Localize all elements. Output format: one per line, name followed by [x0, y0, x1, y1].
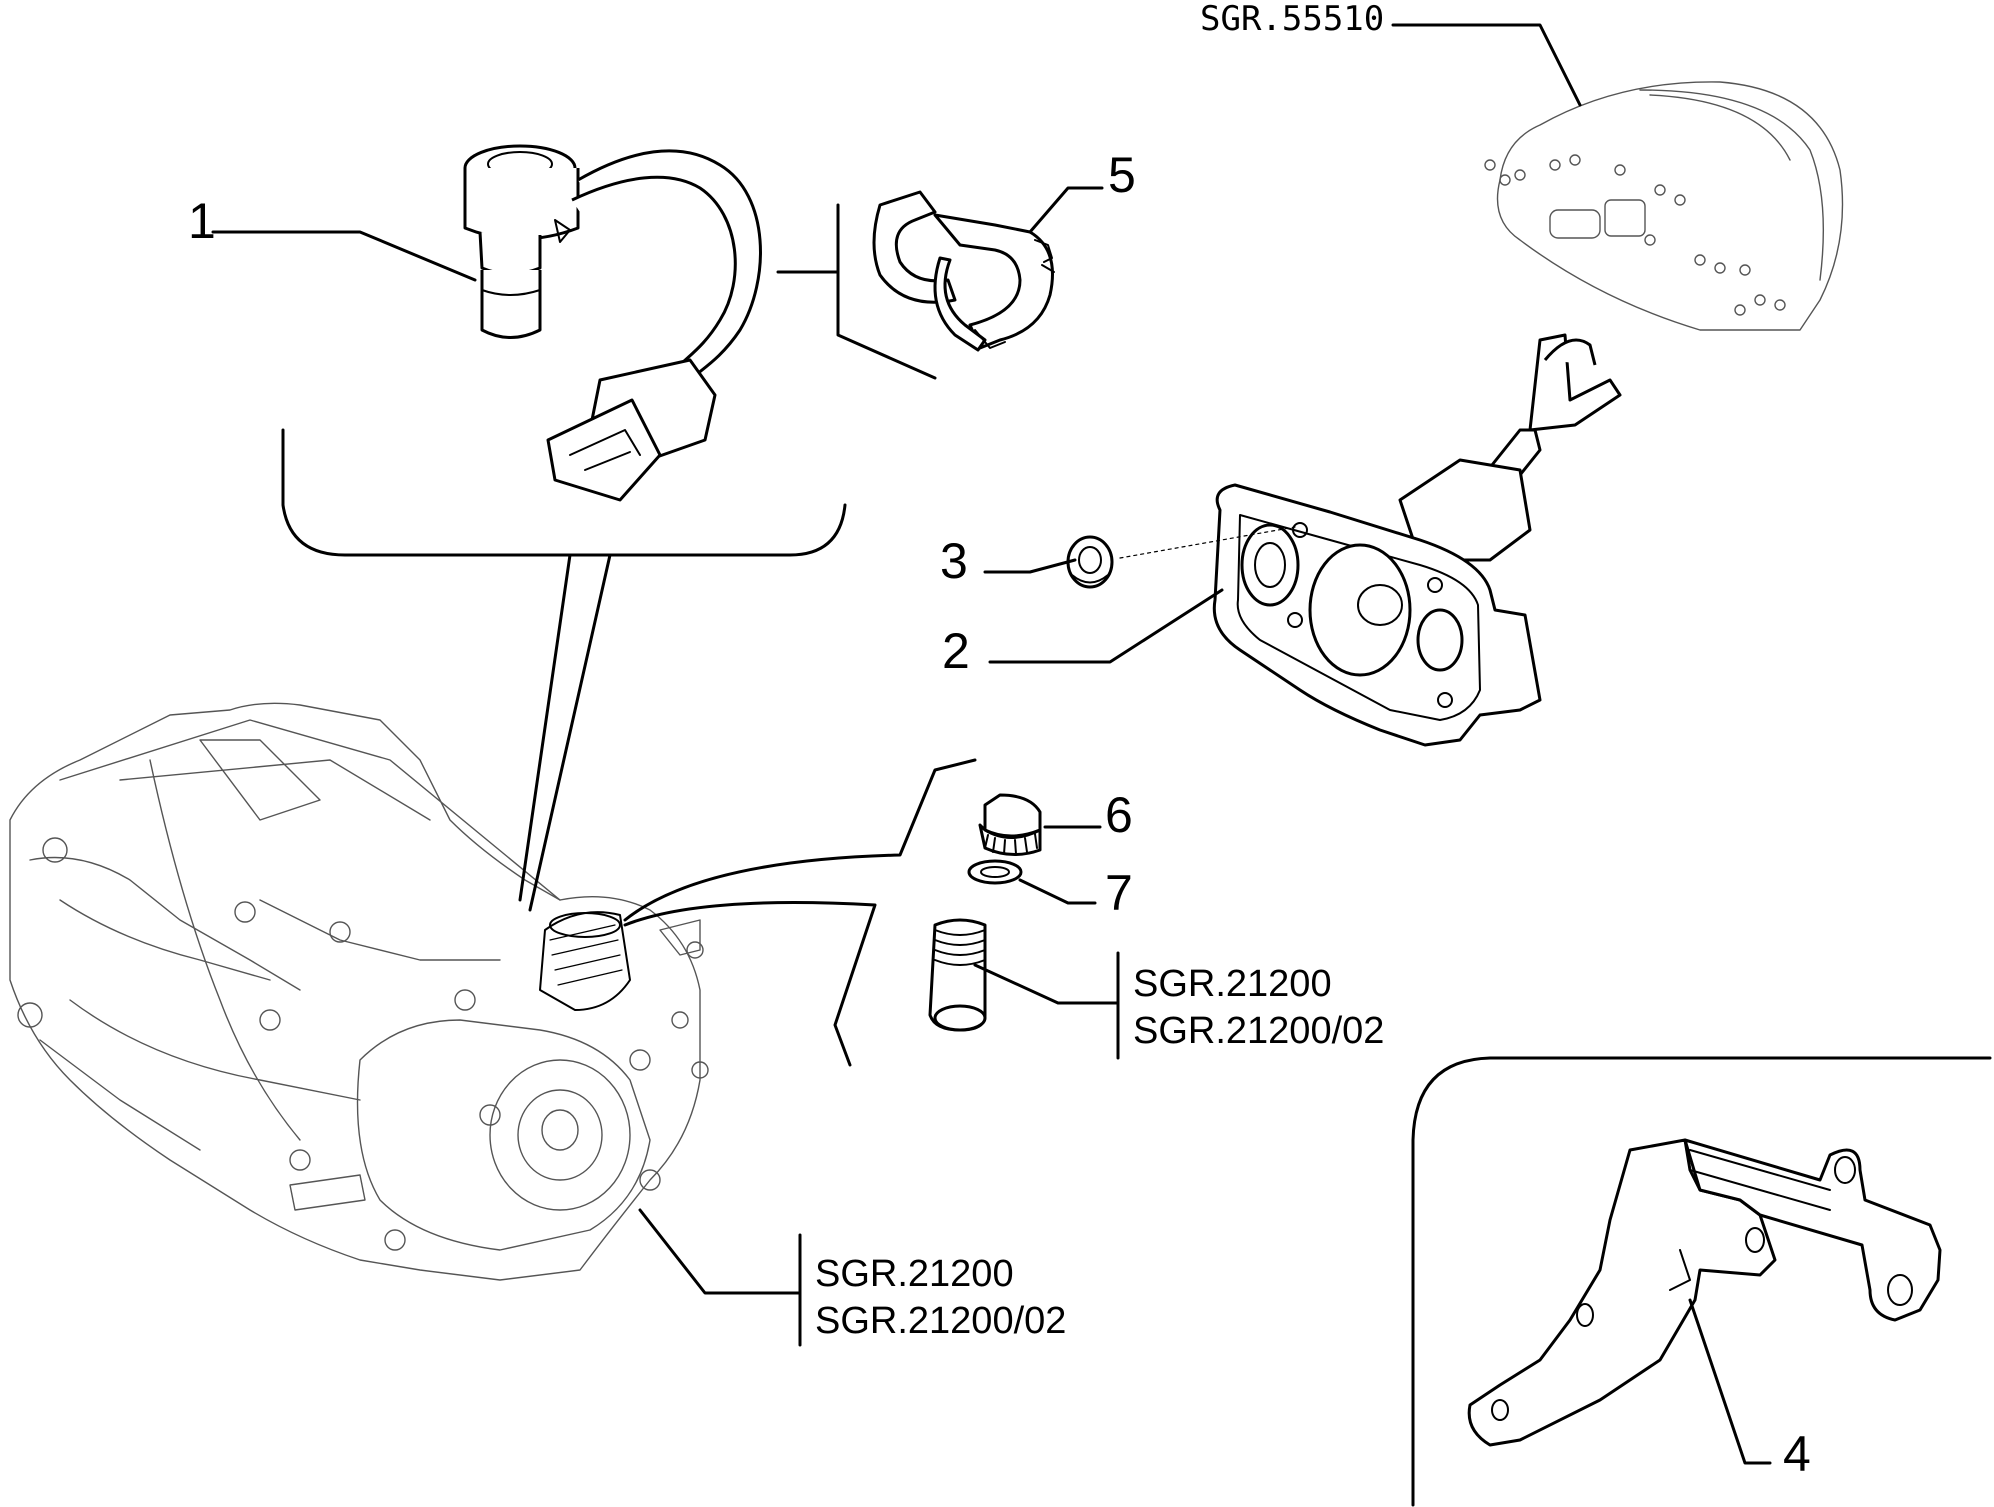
part-7-washer [967, 859, 1023, 885]
part-1-sensor-with-cable [463, 144, 762, 502]
callout-4: 4 [1783, 1426, 1811, 1482]
part-6-cap [978, 793, 1042, 856]
cable-clip-bracket [776, 203, 937, 380]
callout-7: 7 [1105, 865, 1133, 921]
bracket-inset-frame [1411, 1056, 1992, 1507]
part-5-clip [872, 190, 1055, 352]
reference-middle-line-1: SGR.21200 [1133, 963, 1332, 1005]
gear-pointer-lower [623, 901, 877, 1067]
sensor-inset-frame [281, 428, 847, 557]
sensor-pointer [518, 553, 612, 912]
part-3-nut [1066, 535, 1114, 589]
part-2-mounting-plate [1119, 333, 1622, 747]
callout-1: 1 [188, 193, 216, 249]
reference-bottom-line-1: SGR.21200 [815, 1253, 1014, 1295]
gearbox-assembly [9, 702, 709, 1281]
drive-gear [928, 918, 987, 1032]
instrument-cluster-ghost [1484, 81, 1844, 331]
reference-top: SGR.55510 [1200, 0, 1384, 39]
part-4-bracket [1467, 1138, 1942, 1447]
reference-bottom-line-2: SGR.21200/02 [815, 1300, 1066, 1342]
callout-3: 3 [940, 533, 968, 589]
callout-2: 2 [942, 623, 970, 679]
reference-middle-line-2: SGR.21200/02 [1133, 1010, 1384, 1052]
gear-pointer [623, 758, 977, 922]
callout-6: 6 [1105, 787, 1133, 843]
leader-lines [211, 23, 1772, 1465]
callout-5: 5 [1108, 147, 1136, 203]
